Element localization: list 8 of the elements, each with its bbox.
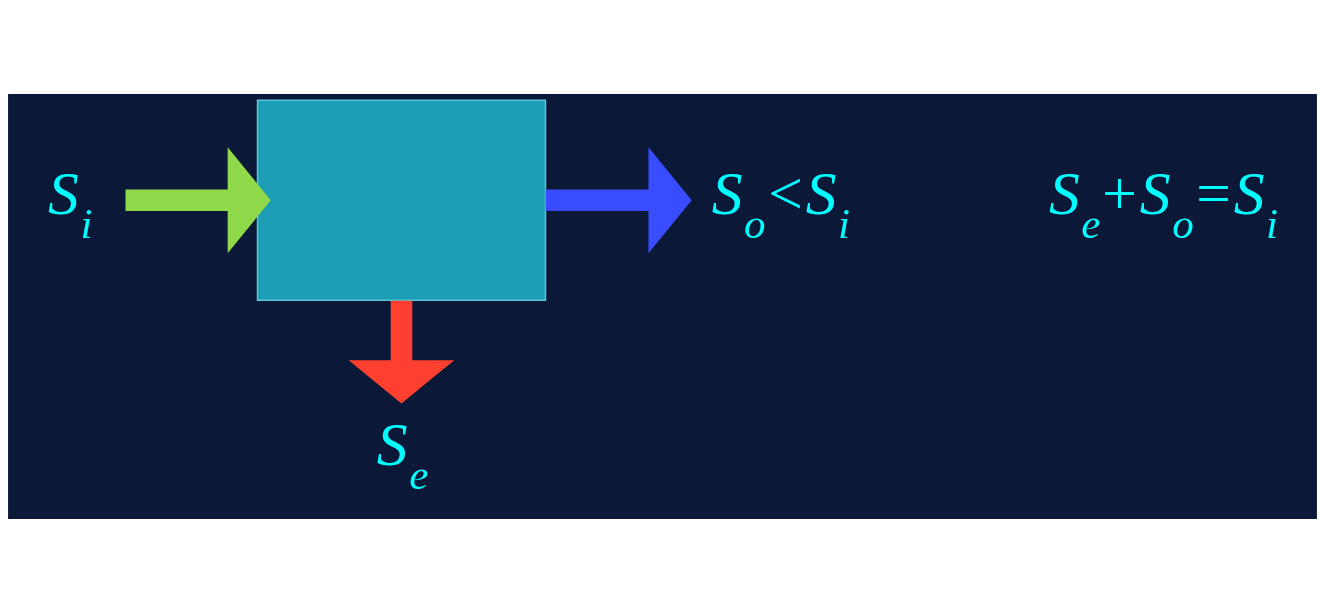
label: S$_{e}$+S$_{o}$=S$_{i}$ — [1049, 159, 1279, 247]
node-text: S$_{i}$ — [48, 159, 93, 247]
arrow — [348, 300, 455, 404]
node-text: S$_{o}$<S$_{i}$ — [711, 159, 851, 247]
arrow — [125, 147, 271, 254]
node-text: S$_{e}$ — [376, 410, 429, 498]
arrow — [545, 147, 692, 254]
node-box — [256, 99, 547, 302]
